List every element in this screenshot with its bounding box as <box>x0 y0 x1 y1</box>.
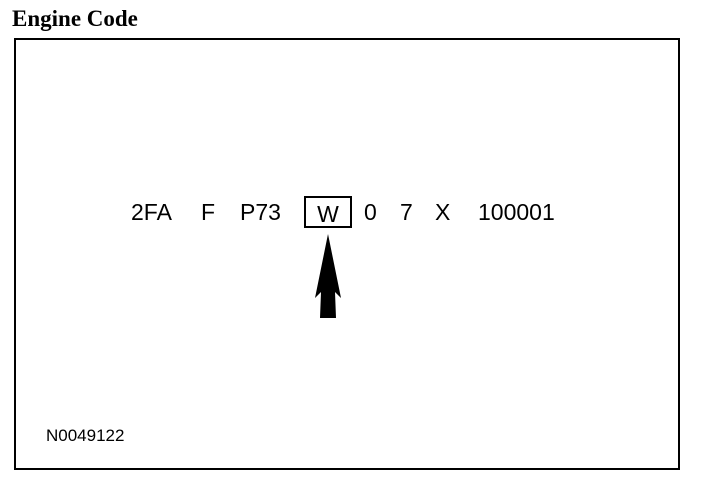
vin-segment-model-year: 7 <box>400 199 413 225</box>
figure-id: N0049122 <box>46 426 125 445</box>
vin-segment-restraint: F <box>201 199 216 225</box>
vin-segment-line-series-body: P73 <box>240 199 281 225</box>
vin-segment-plant: X <box>435 199 451 225</box>
diagram-frame <box>14 38 680 470</box>
page-title: Engine Code <box>12 6 138 31</box>
vin-segment-check-digit: 0 <box>364 199 377 225</box>
vin-segment-engine-code: W <box>304 196 352 228</box>
up-arrow-icon <box>315 234 341 318</box>
vin-segment-serial: 100001 <box>478 199 555 225</box>
vin-segment-wmi: 2FA <box>131 199 172 225</box>
